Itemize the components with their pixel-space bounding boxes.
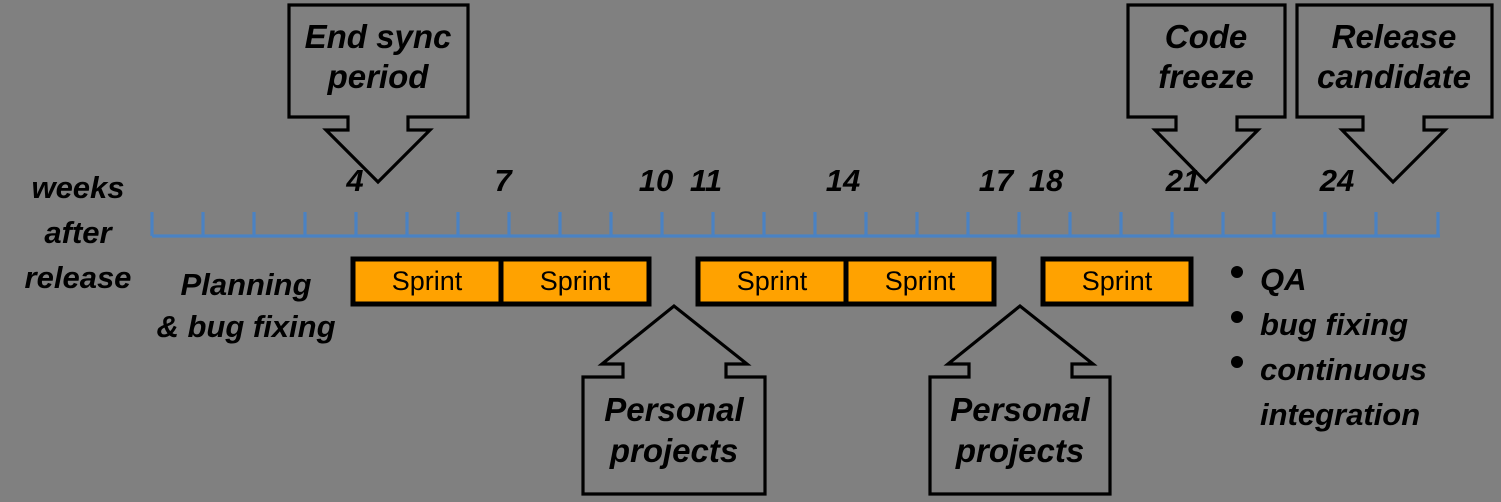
callout-end-sync-period[interactable]: End sync period <box>287 3 470 185</box>
activities-list-item-qa-label: QA <box>1260 262 1307 297</box>
axis-side-label-line-3: release <box>25 260 132 295</box>
axis-tick-label-10: 10 <box>639 163 673 198</box>
sprint-bar-1-rect <box>350 256 504 307</box>
callout-end-sync-period-line-2: period <box>327 58 430 95</box>
sprint-bar-5-label: Sprint <box>1082 266 1153 296</box>
activities-list-item-qa[interactable]: QA <box>1231 262 1307 297</box>
sprint-bars: Sprint Sprint Sprint Sprint Sprint <box>350 256 1194 307</box>
sprint-bar-5-rect <box>1040 256 1194 307</box>
callout-code-freeze[interactable]: Code freeze <box>1126 3 1287 185</box>
callout-release-candidate-line-2: candidate <box>1317 58 1471 95</box>
callout-end-sync-period-line-1: End sync <box>305 18 452 55</box>
sprint-bar-3[interactable]: Sprint <box>695 256 849 307</box>
sprint-bar-2[interactable]: Sprint <box>498 256 652 307</box>
axis-tick-label-17: 17 <box>979 163 1015 198</box>
callout-release-candidate[interactable]: Release candidate <box>1295 3 1494 185</box>
callout-personal-projects-2[interactable]: Personal projects <box>928 303 1112 496</box>
callout-code-freeze-line-2: freeze <box>1158 58 1253 95</box>
sprint-bar-1[interactable]: Sprint <box>350 256 504 307</box>
callout-code-freeze-shape <box>1126 3 1287 185</box>
sprint-bar-2-rect <box>498 256 652 307</box>
sprint-bar-5[interactable]: Sprint <box>1040 256 1194 307</box>
callout-personal-projects-1-line-1: Personal <box>604 391 744 428</box>
axis-tick-label-21: 21 <box>1165 163 1200 198</box>
activities-list-item-bug-fixing-label: bug fixing <box>1260 307 1408 342</box>
axis-tick-label-7: 7 <box>494 163 513 198</box>
bullet-dot-icon <box>1231 266 1243 278</box>
phase-label-planning: Planning & bug fixing <box>156 267 335 344</box>
callout-release-candidate-line-1: Release <box>1332 18 1457 55</box>
axis-tick-label-14: 14 <box>826 163 860 198</box>
sprint-bar-3-rect <box>695 256 849 307</box>
callout-personal-projects-1[interactable]: Personal projects <box>581 303 767 496</box>
callout-release-candidate-shape <box>1295 3 1494 185</box>
callout-personal-projects-1-line-2: projects <box>609 432 738 469</box>
axis-side-label: weeks after release <box>25 170 132 295</box>
callout-end-sync-period-shape <box>287 3 470 185</box>
sprint-bar-2-label: Sprint <box>540 266 611 296</box>
axis-tick-label-11: 11 <box>690 163 722 198</box>
sprint-bar-3-label: Sprint <box>737 266 808 296</box>
axis-side-label-line-2: after <box>44 215 113 250</box>
axis-tick-label-4: 4 <box>345 163 363 198</box>
timeline-axis <box>150 212 1440 238</box>
bullet-dot-icon <box>1231 356 1243 368</box>
bullet-dot-icon <box>1231 311 1243 323</box>
callout-personal-projects-1-shape <box>581 303 767 496</box>
activities-list-item-continuous-integration-line-2: integration <box>1260 397 1420 432</box>
sprint-bar-4[interactable]: Sprint <box>843 256 997 307</box>
callout-personal-projects-2-shape <box>928 303 1112 496</box>
phase-label-line-2: & bug fixing <box>156 309 335 344</box>
activities-list: QA bug fixing continuous integration <box>1231 262 1427 432</box>
phase-label-line-1: Planning <box>181 267 312 302</box>
callout-personal-projects-2-line-2: projects <box>955 432 1084 469</box>
axis-tick-label-24: 24 <box>1319 163 1354 198</box>
axis-tick-label-18: 18 <box>1029 163 1064 198</box>
axis-tick-labels: 4 7 10 11 14 17 18 21 24 <box>345 163 1354 198</box>
callout-personal-projects-2-line-1: Personal <box>950 391 1090 428</box>
activities-list-item-continuous-integration[interactable]: continuous integration <box>1231 352 1427 432</box>
sprint-bar-4-label: Sprint <box>885 266 956 296</box>
axis-ticks <box>150 212 1440 236</box>
sprint-bar-4-rect <box>843 256 997 307</box>
activities-list-item-bug-fixing[interactable]: bug fixing <box>1231 307 1408 342</box>
callout-code-freeze-line-1: Code <box>1165 18 1248 55</box>
activities-list-item-continuous-integration-line-1: continuous <box>1260 352 1427 387</box>
sprint-bar-1-label: Sprint <box>392 266 463 296</box>
axis-side-label-line-1: weeks <box>31 170 124 205</box>
